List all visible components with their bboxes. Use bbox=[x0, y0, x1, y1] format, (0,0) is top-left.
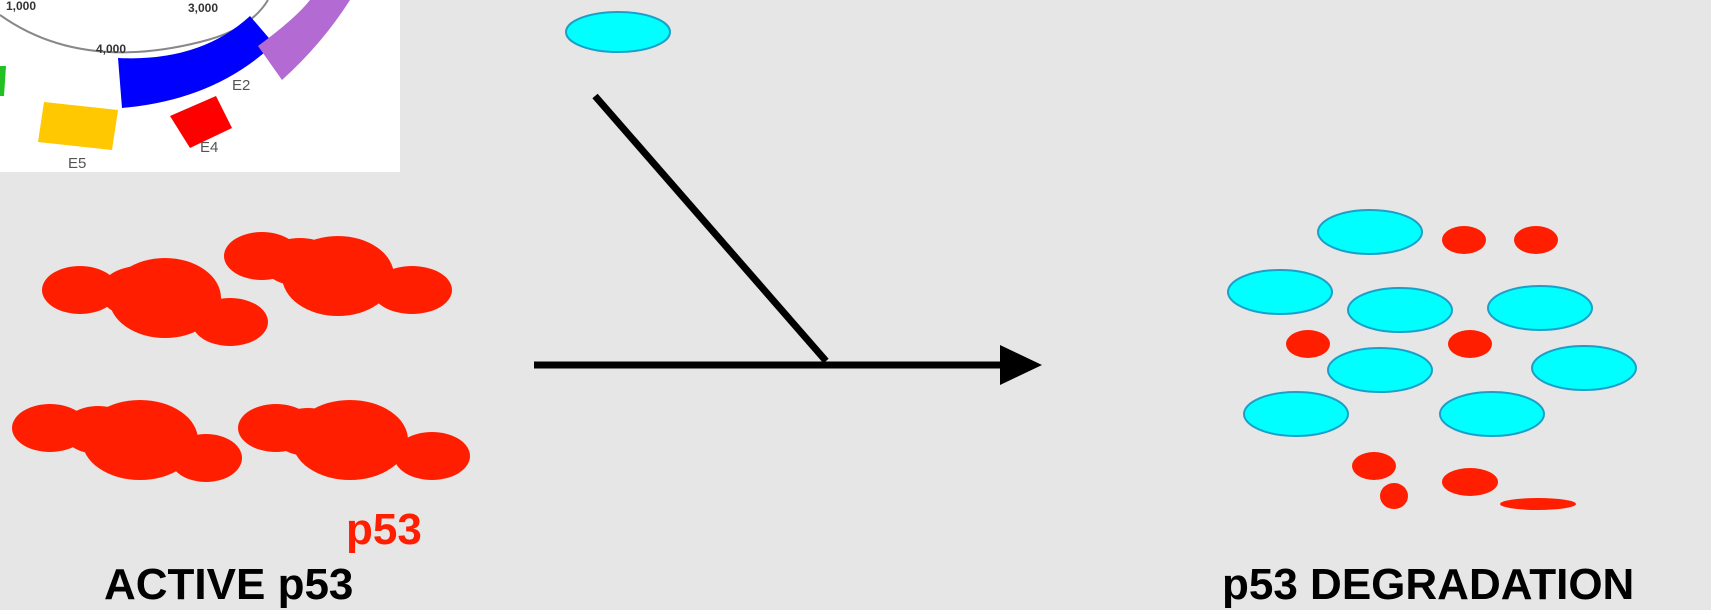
active-p53-cluster bbox=[12, 232, 470, 482]
p53-degradation-label: p53 DEGRADATION bbox=[1222, 560, 1634, 610]
arrow-branch bbox=[595, 96, 826, 361]
tick-label-3000: 3,000 bbox=[188, 1, 218, 15]
e6-protein bbox=[566, 12, 670, 52]
gene-label-e4: E4 bbox=[200, 139, 218, 156]
p53-tetramer-4 bbox=[238, 400, 470, 480]
tick-label-4000: 4,000 bbox=[96, 42, 126, 56]
reaction-arrow bbox=[534, 96, 1042, 385]
p53-tetramer-2 bbox=[224, 232, 452, 316]
gene-label-e5: E5 bbox=[68, 155, 86, 172]
p53-tetramer-3 bbox=[12, 400, 242, 482]
p53-tag-label: p53 bbox=[346, 505, 422, 555]
degradation-products bbox=[1228, 210, 1636, 510]
degraded-e6-proteins bbox=[1228, 210, 1636, 436]
arrow-head bbox=[1000, 345, 1042, 385]
tick-label-1000: 1,000 bbox=[6, 0, 36, 13]
gene-e5-block bbox=[38, 102, 118, 150]
active-p53-label: ACTIVE p53 bbox=[104, 560, 353, 610]
gene-label-e2: E2 bbox=[232, 77, 250, 94]
genome-map-inset: 1,000 3,000 4,000 E2 E4 E5 bbox=[0, 0, 400, 172]
